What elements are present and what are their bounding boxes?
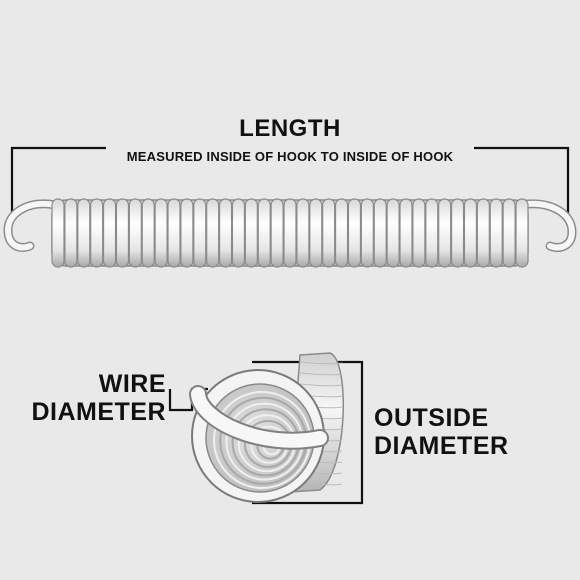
barrel-line (299, 361, 343, 365)
wire-diameter-label: WIRE DIAMETER (30, 370, 166, 426)
spring-coil (476, 198, 490, 268)
spring-coil (399, 198, 413, 268)
spring-coil (386, 198, 400, 268)
spring-coil (206, 198, 220, 268)
spring-coil (244, 198, 258, 268)
spring-end-view (189, 352, 344, 503)
spring-coil (102, 198, 117, 268)
spring-coil (489, 198, 503, 268)
outside-diameter-line2: DIAMETER (374, 432, 509, 460)
spring-coil (360, 198, 374, 268)
wire-diameter-line1: WIRE (98, 370, 166, 398)
spring-coil (257, 198, 271, 268)
spring-coil (425, 198, 439, 268)
spring-coil (450, 198, 465, 268)
spring-coil (167, 198, 181, 268)
length-title: LENGTH (239, 115, 341, 142)
barrel-line (299, 372, 343, 376)
spring-coil (283, 198, 297, 268)
spring-coil (322, 198, 336, 268)
right-hook (515, 199, 577, 252)
spring-coil (90, 198, 104, 268)
spring-coil (296, 198, 310, 268)
spring-coil (51, 198, 65, 268)
spring-coil (334, 198, 349, 268)
spring-coil (115, 198, 130, 268)
spring-coil (231, 198, 246, 268)
barrel-line (299, 383, 343, 387)
spring-coil (180, 198, 194, 268)
spring-coil (347, 198, 362, 268)
wire-diameter-line2: DIAMETER (31, 398, 166, 426)
spring-coil (515, 198, 529, 268)
spring-coil (412, 198, 426, 268)
length-bracket (10, 146, 570, 215)
spring-coil (141, 198, 155, 268)
spring-coil (502, 198, 516, 268)
spring-coil (64, 198, 78, 268)
spring-coil (218, 198, 233, 268)
spring-coil (463, 198, 478, 268)
spring-coil (270, 198, 284, 268)
barrel-line (299, 482, 343, 486)
spring-coils (51, 198, 529, 268)
spring-coil (309, 198, 323, 268)
spring-coil (154, 198, 168, 268)
spring-coil (193, 198, 207, 268)
spring-coil (438, 198, 452, 268)
outside-diameter-line1: OUTSIDE (374, 404, 489, 432)
spring-coil (373, 198, 387, 268)
outside-diameter-label: OUTSIDE DIAMETER (374, 404, 554, 460)
left-hook (3, 199, 60, 252)
length-subtitle: MEASURED INSIDE OF HOOK TO INSIDE OF HOO… (126, 149, 454, 164)
spring-coil (128, 198, 142, 268)
spring-coil (77, 198, 91, 268)
